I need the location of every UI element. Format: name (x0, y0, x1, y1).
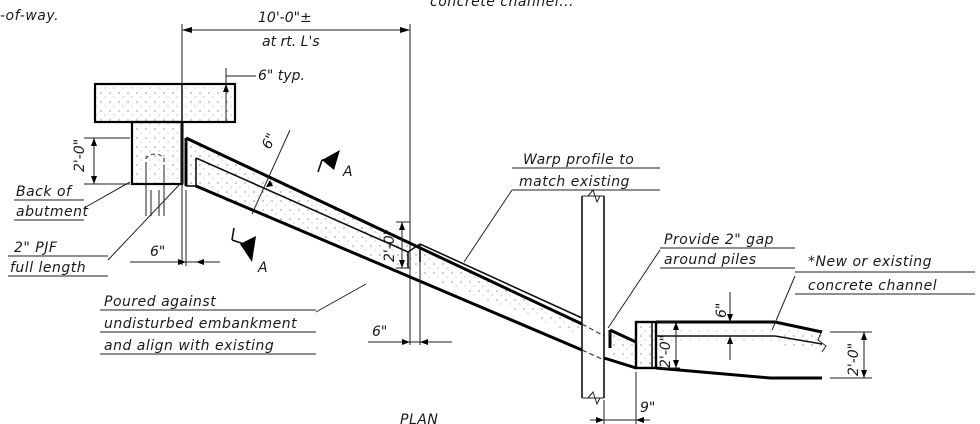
channel-junction (634, 320, 658, 370)
mid-height-label: 2'-0" (382, 229, 398, 262)
gap-leader (607, 247, 795, 329)
provide-gap-line1: Provide 2" gap (664, 232, 774, 248)
span-dimension-label: 10'-0"± (258, 10, 312, 26)
nine-inch-label: 9" (640, 400, 655, 416)
section-marker-upper (317, 150, 340, 173)
provide-gap-line2: around piles (664, 252, 757, 268)
poured-label-line3: and align with existing (104, 338, 274, 354)
pjf-leader (8, 183, 181, 277)
channel-height-label: 2'-0" (846, 343, 862, 376)
new-channel-line2: concrete channel (808, 278, 937, 294)
channel-height-dimension (830, 331, 872, 379)
left-height-label: 2'-0" (72, 139, 88, 172)
new-channel-line1: *New or existing (808, 254, 932, 270)
left-gap-dimension (130, 190, 220, 266)
warp-leader (463, 167, 660, 263)
junction-height-label: 2'-0" (658, 335, 674, 368)
slope-thickness-dimension (251, 129, 291, 215)
row-fragment-text: -of-way. (0, 8, 59, 24)
left-gap-label: 6" (150, 244, 165, 260)
typ-dimension-label: 6" typ. (258, 68, 305, 84)
poured-label-line1: Poured against (104, 294, 216, 310)
nine-inch-dimension (590, 372, 650, 424)
mid-gap-label: 6" (372, 324, 387, 340)
top-fragment-text: concrete channel... (430, 0, 574, 10)
sloped-wingwall (184, 136, 583, 352)
warp-label-line2: match existing (519, 174, 630, 190)
section-marker-lower (231, 227, 256, 262)
right-thickness-dimension (727, 292, 733, 360)
sloped-wingwall-lower (603, 328, 637, 370)
center-pile (581, 188, 605, 406)
back-of-label: Back of (16, 184, 73, 200)
poured-label-line2: undisturbed embankment (104, 316, 297, 332)
abutment-pile (145, 153, 165, 216)
right-thickness-label: 6" (714, 303, 730, 318)
pjf-label-line1: 2" PJF (14, 240, 58, 256)
mid-gap-dimension (368, 262, 452, 345)
section-a-lower: A (257, 260, 268, 276)
mid-height-dimension (396, 221, 410, 269)
concrete-channel (655, 320, 827, 380)
typ-leader (223, 68, 256, 122)
span-dimension-sublabel: at rt. L's (262, 34, 320, 50)
new-channel-leader (771, 271, 975, 331)
slope-thickness-label: 6" (259, 131, 280, 152)
poured-leader (100, 283, 367, 355)
section-a-upper: A (342, 164, 353, 180)
left-height-dimension (84, 137, 130, 185)
span-dimension (181, 24, 411, 345)
abutment-label: abutment (16, 204, 88, 220)
pjf-label-line2: full length (10, 260, 86, 276)
plan-title: PLAN (400, 412, 438, 424)
junction-height-dimension (660, 321, 680, 369)
warp-label-line1: Warp profile to (523, 152, 634, 168)
back-of-abutment-leader (14, 181, 131, 221)
